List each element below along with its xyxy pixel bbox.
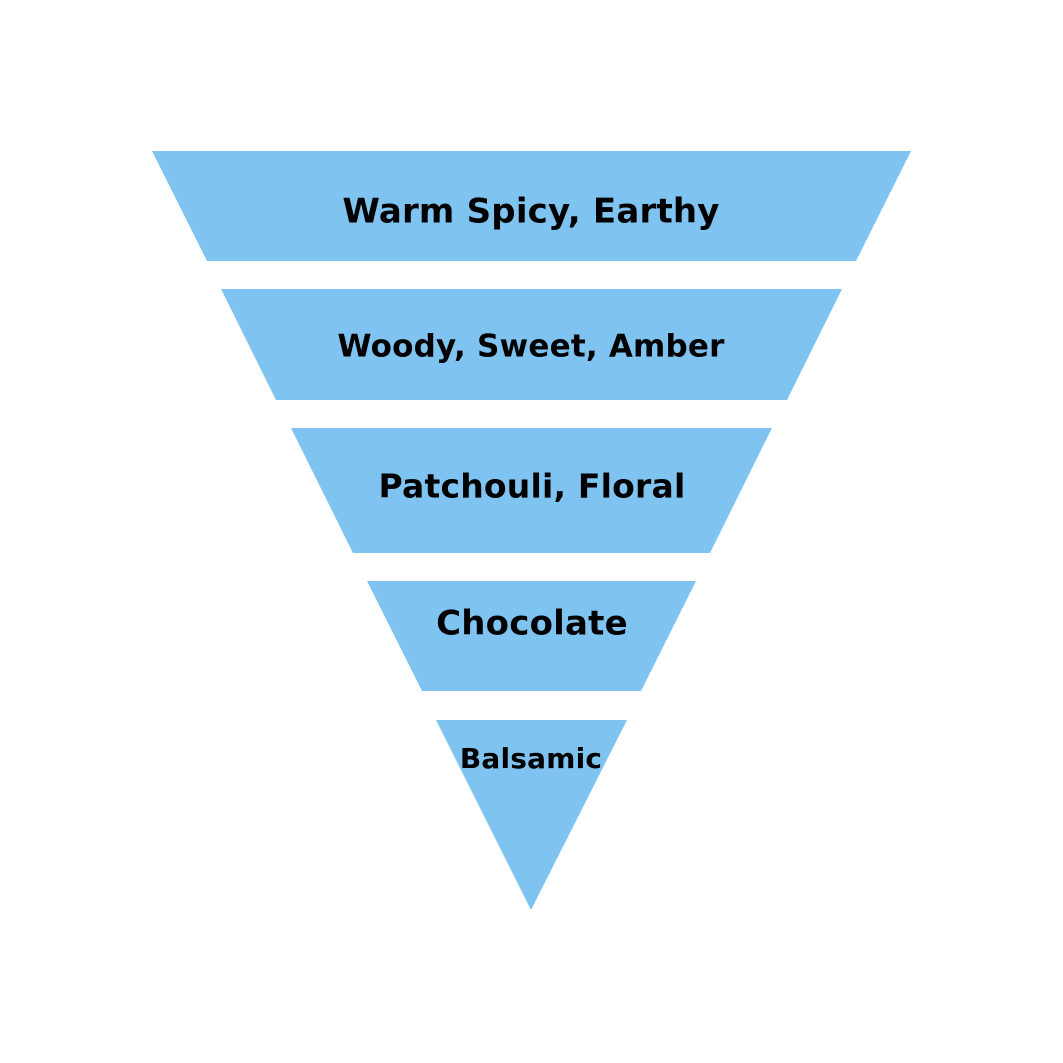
pyramid-layer-5-tip [436, 720, 627, 910]
layer-4-label: Chocolate [436, 604, 628, 644]
pyramid-layer-3 [291, 428, 772, 553]
layer-2-label: Woody, Sweet, Amber [337, 329, 725, 365]
pyramid-layer-1 [152, 151, 911, 261]
pyramid-layer-4 [367, 581, 696, 691]
pyramid-layer-2 [221, 289, 842, 400]
layer-3-label: Patchouli, Floral [379, 467, 686, 506]
layer-5-label: Balsamic [460, 742, 602, 775]
layer-1-label: Warm Spicy, Earthy [342, 192, 719, 232]
